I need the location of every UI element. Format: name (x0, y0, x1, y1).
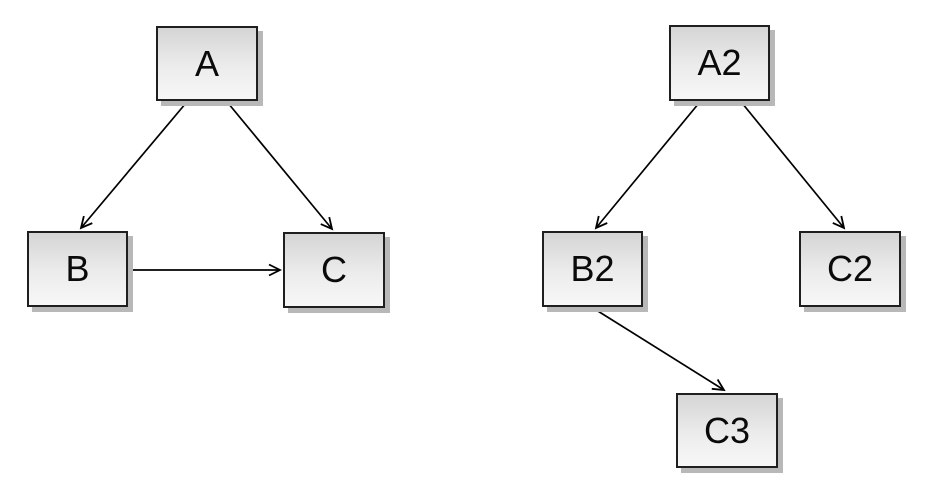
node-label: B2 (570, 248, 615, 289)
node-label: A (194, 42, 219, 84)
node-label: C2 (826, 248, 874, 289)
edge-A-C (227, 102, 332, 229)
edge-A2-B2 (596, 102, 700, 228)
edge-A-B (81, 102, 187, 228)
edge-A2-C2 (741, 102, 844, 228)
node-B2: B2 (542, 231, 643, 307)
node-B: B (27, 231, 128, 307)
node-label: A2 (697, 42, 742, 83)
node-label: B (65, 248, 90, 289)
edge-B2-C3 (592, 307, 724, 390)
node-A2: A2 (669, 25, 770, 101)
node-C2: C2 (799, 231, 901, 307)
node-C3: C3 (676, 393, 778, 468)
node-A: A (156, 26, 258, 101)
node-label: C (321, 249, 347, 290)
node-label: C3 (703, 409, 751, 451)
node-C: C (283, 232, 385, 308)
